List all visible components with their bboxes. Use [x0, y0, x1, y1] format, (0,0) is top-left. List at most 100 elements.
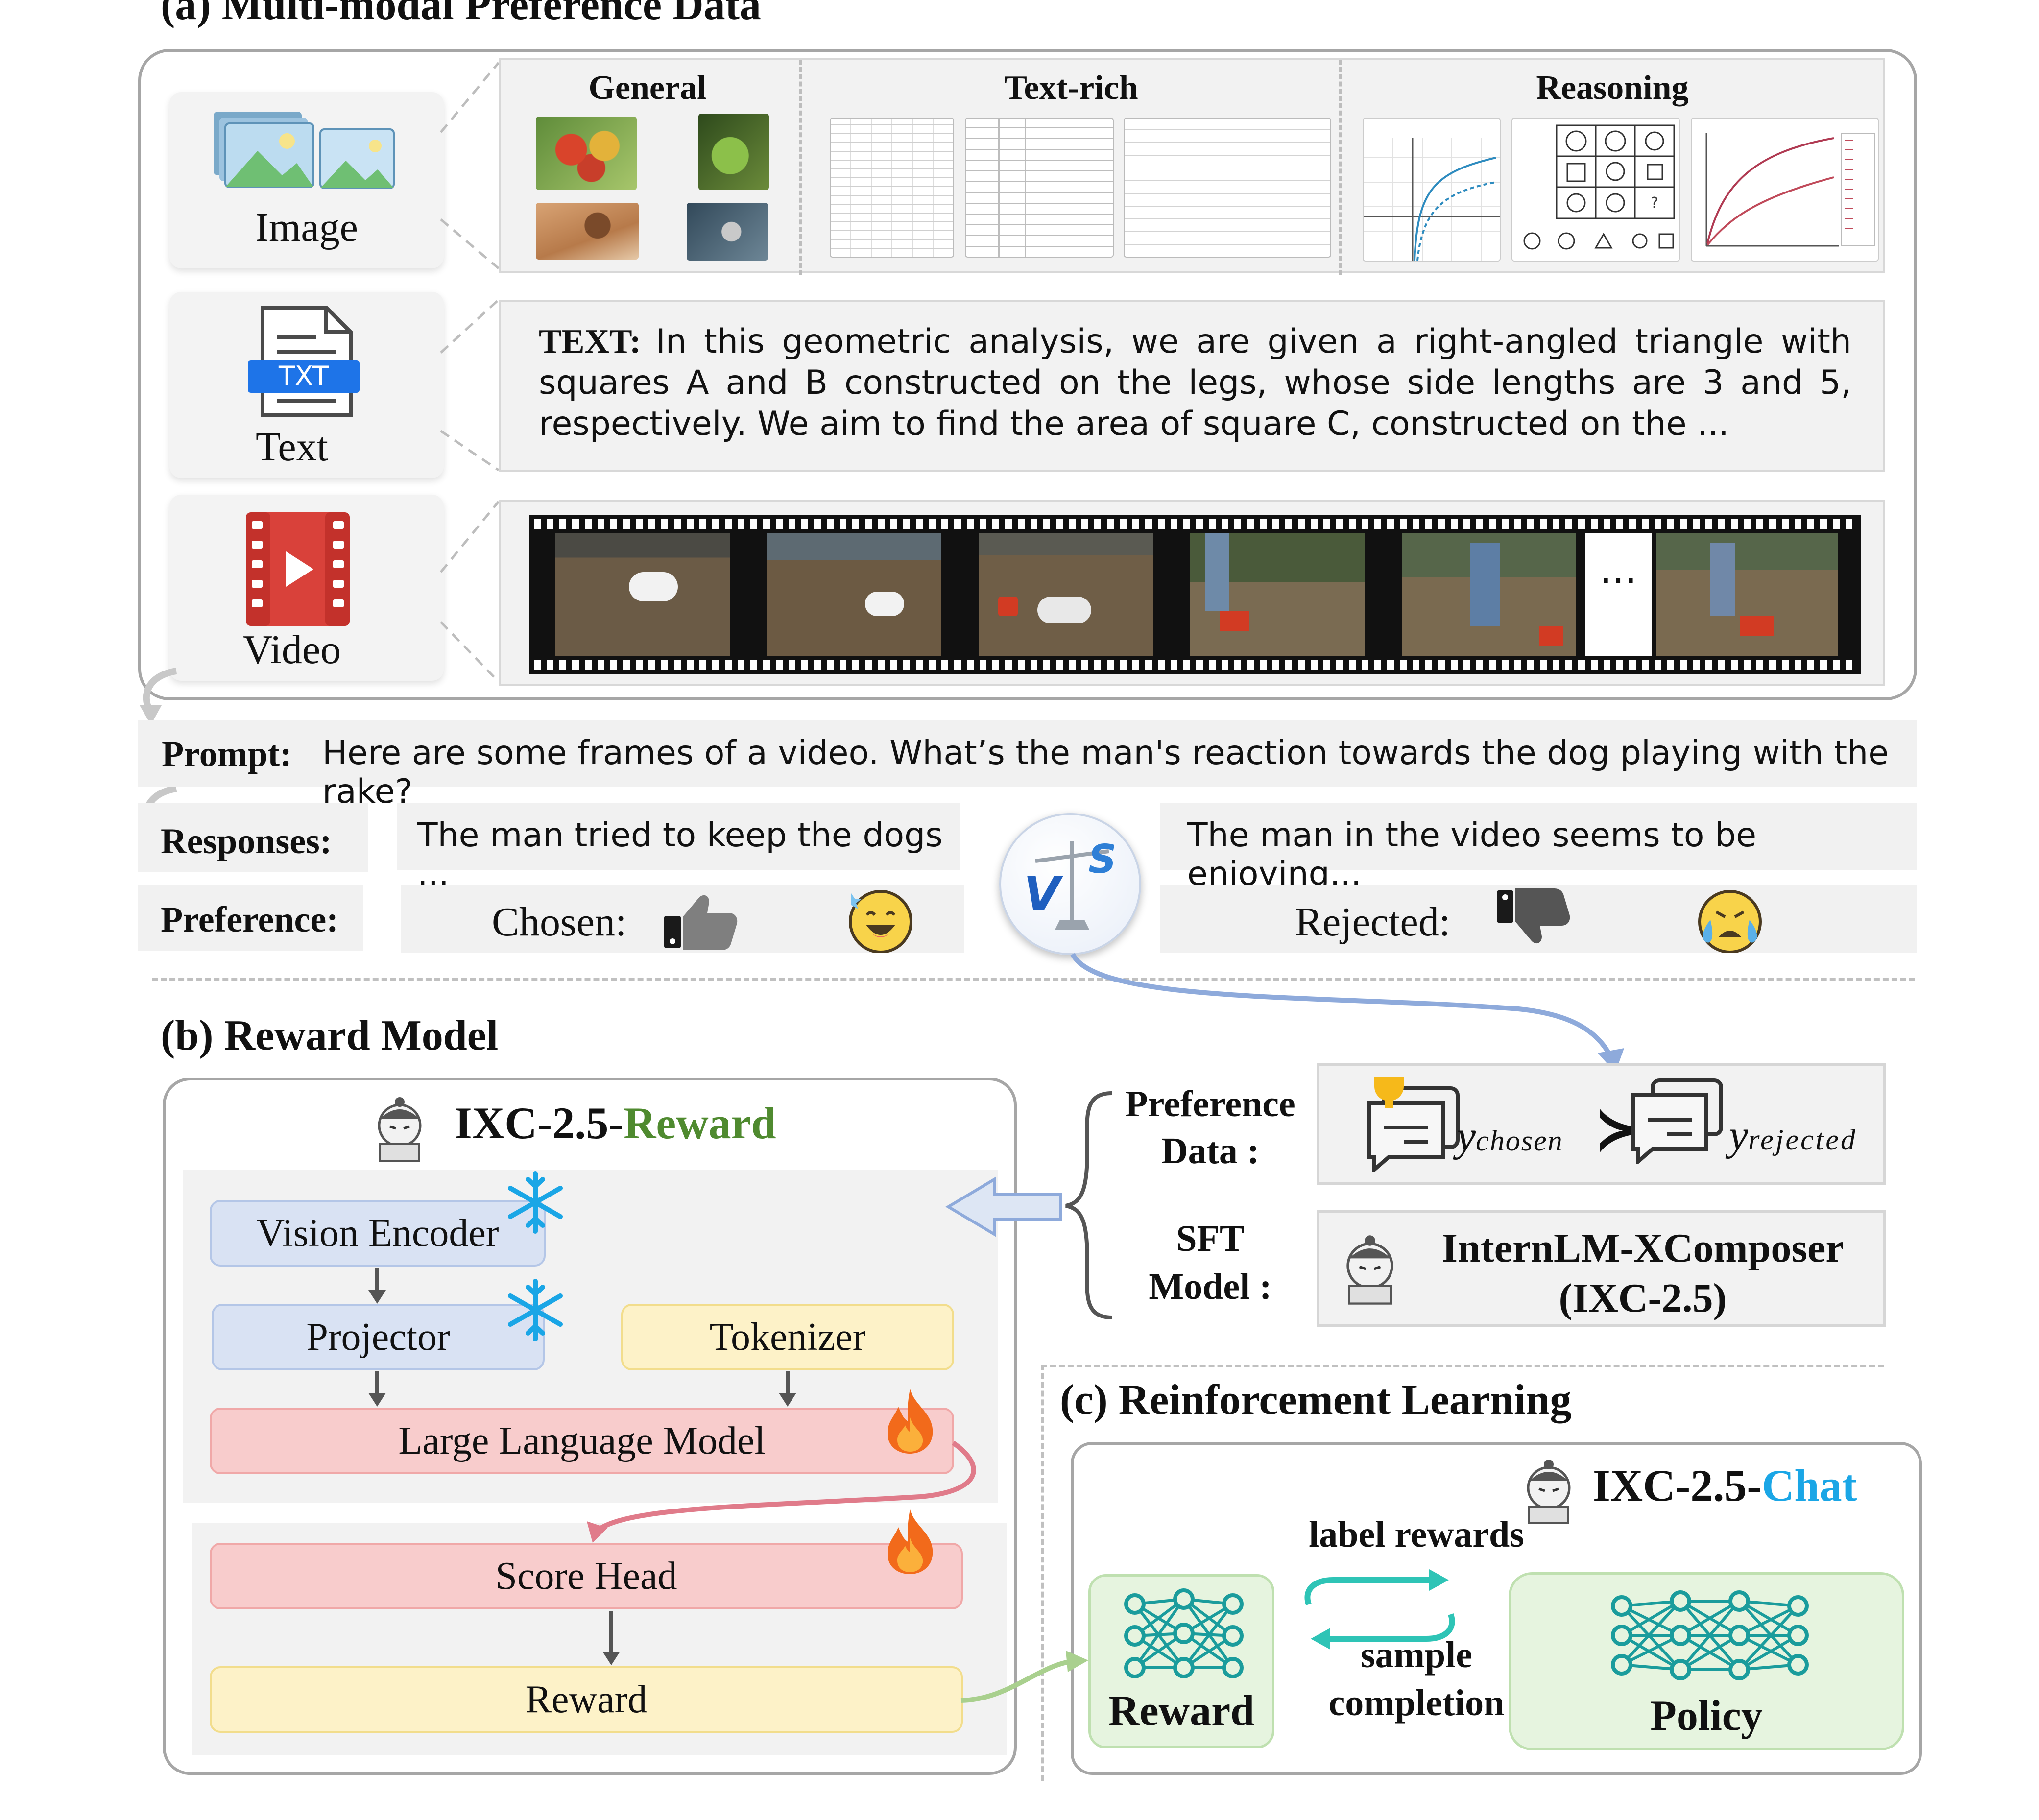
apples-photo	[536, 117, 637, 190]
preference-data-box: ychosen ≻ yrejected	[1317, 1063, 1886, 1185]
response-rejected-cell: The man in the video seems to be enjoyin…	[1160, 803, 1917, 893]
reward-model-arrows	[368, 1268, 976, 1665]
text-modality-card: TXT Text	[169, 292, 444, 478]
rl-policy-node: Policy	[1509, 1572, 1904, 1750]
text-file-icon	[248, 306, 360, 417]
category-text-rich: Text-rich	[1004, 69, 1138, 107]
image-stack-icon	[214, 112, 395, 189]
chat-model-title: IXC-2.5-Chat	[1593, 1461, 1857, 1510]
scale-icon	[1035, 841, 1109, 930]
video-frame	[1190, 533, 1365, 656]
label-rewards-text: label rewards	[1309, 1514, 1524, 1555]
y-chosen: ychosen	[1457, 1113, 1563, 1160]
fire-icon	[888, 1389, 933, 1454]
preference-label-cell: Preference:	[138, 885, 363, 951]
image-modality-label: Image	[255, 205, 358, 250]
reward-model-title: IXC-2.5-Reward	[455, 1098, 776, 1148]
video-modality-card: Video	[169, 495, 444, 681]
video-frame	[767, 533, 941, 656]
rl-policy-label: Policy	[1650, 1692, 1763, 1740]
panel-c-divider-vertical	[1041, 1365, 1044, 1781]
svg-text:?: ?	[1651, 194, 1658, 212]
category-divider	[1339, 60, 1342, 275]
chosen-response-icon	[1367, 1077, 1460, 1172]
fire-icon	[888, 1509, 933, 1574]
sft-model-name: InternLM-XComposer (IXC-2.5)	[1441, 1225, 1844, 1321]
snowflake-icon	[508, 1279, 563, 1341]
category-reasoning: Reasoning	[1536, 69, 1689, 107]
prompt-text: Here are some frames of a video. What’s …	[322, 734, 1889, 811]
text-example-body: TEXT:In this geometric analysis, we are …	[539, 321, 1851, 445]
can-photo	[687, 203, 768, 261]
panel-a-title: (a) Multi-modal Preference Data	[161, 0, 761, 29]
y-rejected: yrejected	[1729, 1112, 1858, 1159]
reward-model-frame: IXC-2.5-Reward Vision Encoder Projector …	[163, 1078, 1017, 1775]
category-general: General	[588, 69, 707, 107]
preference-data-label: Preference Data :	[1125, 1083, 1295, 1172]
rejected-cell: Rejected:	[1160, 885, 1917, 953]
prompt-row: Prompt: Here are some frames of a video.…	[138, 720, 1917, 811]
text-modality-label: Text	[255, 424, 329, 470]
crying-face-icon	[1698, 890, 1762, 953]
sft-model-box: InternLM-XComposer (IXC-2.5)	[1317, 1210, 1886, 1327]
food-photo	[536, 203, 639, 260]
video-modality-label: Video	[242, 627, 341, 672]
line-chart-thumb	[1691, 118, 1879, 262]
panel-c-divider	[1041, 1365, 1884, 1367]
reward-output-node: Reward	[210, 1666, 963, 1733]
filmstrip: ...	[529, 515, 1861, 674]
text-example-label: TEXT:	[539, 323, 641, 360]
panel-b-title: (b) Reward Model	[161, 1012, 499, 1059]
versus-s: S	[1088, 837, 1117, 882]
snowflake-icon	[508, 1171, 563, 1234]
rl-reward-label: Reward	[1108, 1687, 1255, 1735]
vision-encoder-node: Vision Encoder	[210, 1200, 546, 1267]
mascot-icon	[1346, 1235, 1393, 1305]
prompt-label: Prompt:	[162, 734, 292, 774]
txt-badge: TXT	[278, 360, 329, 391]
mascot-icon	[1527, 1460, 1571, 1524]
code-document-thumb	[1124, 118, 1331, 258]
rl-frame: IXC-2.5-Chat Reward label rewards sample…	[1071, 1442, 1922, 1775]
section-divider	[152, 978, 1915, 981]
video-frame	[555, 533, 730, 656]
form-document-thumb	[830, 118, 954, 258]
video-frame	[1656, 533, 1838, 656]
video-ellipsis-gap: ...	[1585, 533, 1652, 656]
filmstrip-perforations-top	[534, 519, 1856, 529]
video-ellipsis: ...	[1599, 547, 1637, 592]
image-modality-card: Image	[169, 92, 444, 268]
score-head-node: Score Head	[210, 1543, 963, 1609]
video-file-icon	[246, 512, 350, 626]
chosen-cell: Chosen:	[401, 885, 964, 953]
chosen-label: Chosen:	[492, 899, 627, 945]
function-graph-thumb	[1363, 118, 1501, 262]
video-frames-panel: ...	[499, 500, 1885, 686]
rl-cycle-arrows	[1304, 1569, 1455, 1650]
modality-connectors	[440, 62, 500, 683]
sft-model-label: SFT Model :	[1149, 1218, 1272, 1307]
panel-a-frame	[138, 49, 1917, 700]
table-document-thumb	[965, 118, 1114, 258]
text-example-panel: TEXT:In this geometric analysis, we are …	[499, 300, 1885, 472]
responses-label: Responses:	[161, 821, 332, 862]
rejected-label: Rejected:	[1295, 899, 1451, 945]
category-divider	[799, 60, 802, 275]
curly-brace	[1065, 1091, 1112, 1319]
versus-v: V	[1024, 867, 1060, 922]
text-example-line-1: TEXT:In this geometric analysis, we are …	[539, 321, 1851, 362]
rl-reward-node: Reward	[1088, 1574, 1274, 1748]
thumbs-up-icon	[664, 895, 738, 950]
llm-node: Large Language Model	[210, 1408, 954, 1474]
text-example-line-2: squares A and B constructed on the legs,…	[539, 363, 1851, 402]
mascot-icon	[378, 1097, 422, 1162]
tokenizer-node: Tokenizer	[621, 1304, 954, 1370]
visual-puzzle-thumb: ?	[1511, 118, 1680, 262]
preference-label: Preference:	[161, 900, 338, 940]
happy-face-icon	[849, 890, 912, 953]
neural-network-icon	[1124, 1588, 1244, 1678]
versus-badge: V S	[999, 813, 1141, 955]
green-apple-photo	[698, 114, 769, 190]
